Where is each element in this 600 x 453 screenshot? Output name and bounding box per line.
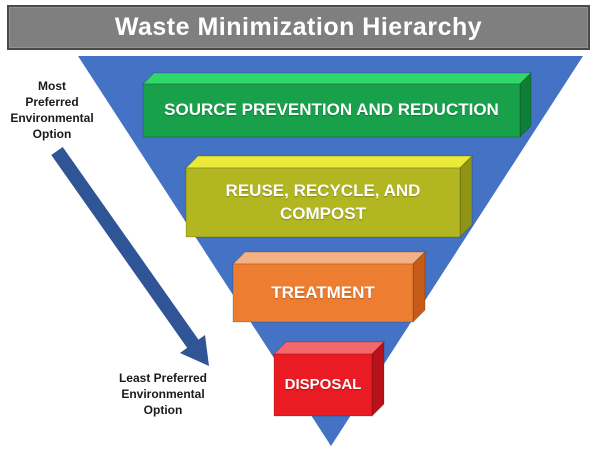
layer-4-top-face [272,341,386,355]
title-bar: Waste Minimization Hierarchy [7,5,590,50]
layer-2-top-face [184,155,474,169]
layer-2-side-face [459,154,473,239]
preference-arrow-shaft [51,146,199,349]
layer-3-front-face [232,263,414,323]
layer-3-top-face [231,251,427,265]
layer-1-label: SOURCE PREVENTION AND REDUCTION [164,100,499,120]
layer-3-side-face [412,250,426,324]
inverted-triangle [78,56,583,446]
layer-1-side-face [519,71,532,139]
preference-arrow-head [180,335,209,366]
layer-4-side-face [371,340,385,418]
layer-3-label: TREATMENT [271,282,375,302]
least-preferred-note: Least Preferred Environmental Option [118,371,208,417]
layer-4-front-face [273,353,373,417]
layer-2-front-face [185,167,461,238]
most-preferred-note: Most Preferred Environmental Option [10,79,94,141]
layer-1-front-face [142,83,521,138]
layer-4-label: DISPOSAL [284,376,362,394]
layer-2-label: REUSE, RECYCLE, AND COMPOST [225,181,421,223]
diagram-title: Waste Minimization Hierarchy [114,13,483,41]
layer-1-top-face [141,72,533,85]
